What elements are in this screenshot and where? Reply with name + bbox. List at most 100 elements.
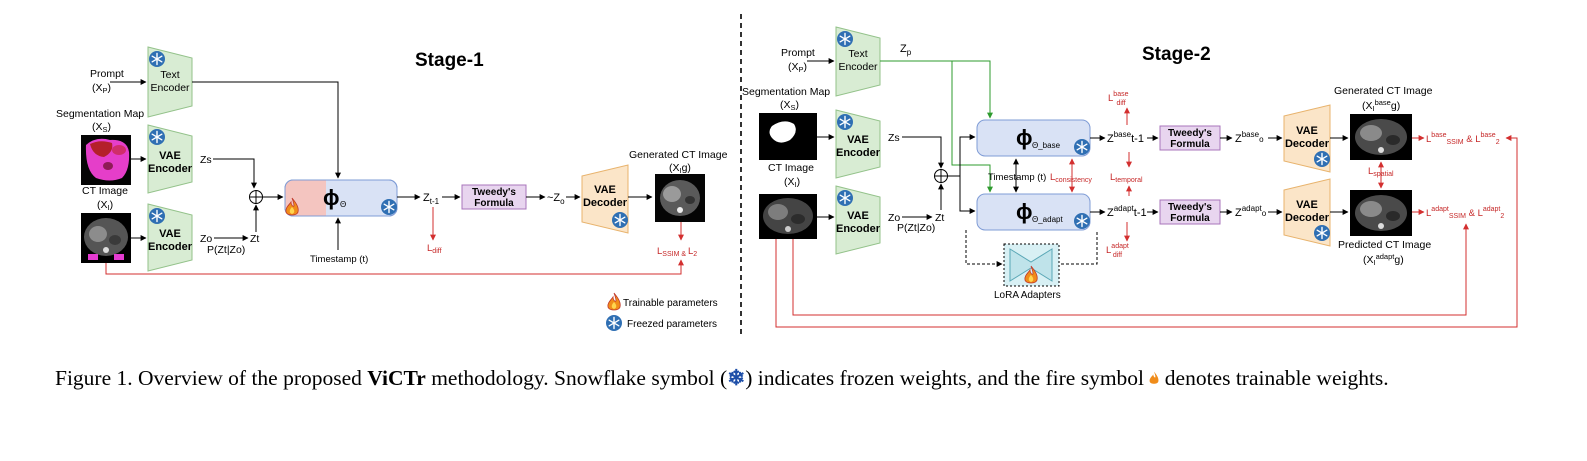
svg-text:Formula: Formula	[474, 198, 514, 209]
s2-sum-node	[934, 169, 948, 183]
s1-segmap-sub: (XS)	[92, 121, 111, 134]
s2-gen-label: Generated CT Image	[1334, 85, 1433, 97]
s1-zt1: Zt-1	[423, 192, 440, 206]
fire-icon	[607, 292, 621, 311]
s2-zt: Zt	[935, 212, 944, 224]
s2-zo: Zo	[888, 212, 900, 224]
s2-z-base: Zbaset-1	[1107, 130, 1144, 145]
s2-pred-label: Predicted CT Image	[1338, 239, 1431, 251]
s1-zo-tilde: ~Zo	[547, 192, 565, 206]
s2-pred-sub: (XIadaptg)	[1363, 252, 1404, 267]
s1-generated-ct-image	[655, 174, 705, 222]
svg-text:VAE: VAE	[159, 228, 181, 240]
s1-pzt: P(Zt|Zo)	[207, 244, 245, 256]
svg-text:Tweedy's: Tweedy's	[472, 187, 516, 198]
s1-denoiser-unet: ϕ Θ	[284, 179, 398, 217]
snowflake-icon: ❄	[727, 366, 746, 390]
fire-icon	[1150, 371, 1159, 384]
s1-segmap-label: Segmentation Map	[56, 108, 144, 120]
s2-segmentation-map-image	[759, 113, 817, 160]
snowflake-icon	[836, 30, 854, 48]
s1-phi: ϕ	[323, 185, 340, 210]
svg-text:Text: Text	[848, 48, 867, 60]
s2-tweedy-adapt: Tweedy's Formula	[1159, 199, 1221, 225]
s2-pzt: P(Zt|Zo)	[897, 222, 935, 234]
svg-text:Θ: Θ	[340, 200, 346, 209]
snowflake-icon	[611, 211, 629, 229]
snowflake-icon	[1313, 224, 1331, 242]
svg-text:Formula: Formula	[1170, 139, 1210, 150]
stage1-title: Stage-1	[415, 50, 484, 71]
s1-text-encoder: Text Encoder	[147, 46, 193, 118]
s2-generated-ct-image	[1350, 114, 1412, 160]
s2-tweedy-base: Tweedy's Formula	[1159, 125, 1221, 151]
s2-l-temporal: Ltemporal	[1110, 172, 1143, 184]
s2-vae-decoder-top: VAE Decoder	[1283, 104, 1331, 173]
legend-frozen: Freezed parameters	[627, 319, 717, 330]
s1-ct-sub: (XI)	[97, 199, 113, 212]
svg-text:Decoder: Decoder	[1285, 138, 1330, 150]
svg-text:Formula: Formula	[1170, 213, 1210, 224]
s2-denoiser-base: ϕ Θ_base	[976, 119, 1091, 157]
s1-tweedy-formula: Tweedy's Formula	[461, 184, 527, 210]
s2-text-encoder: Text Encoder	[835, 26, 881, 97]
s2-lora-adapters: LoRA Adapters	[994, 243, 1061, 301]
s2-lora-label: LoRA Adapters	[994, 290, 1061, 301]
svg-text:Encoder: Encoder	[148, 163, 193, 175]
s1-text-encoder-line1: Text	[160, 69, 179, 81]
legend: Trainable parameters Freezed parameters	[605, 292, 718, 332]
s1-vae-encoder-bottom: VAE Encoder	[147, 203, 193, 272]
svg-text:VAE: VAE	[1296, 125, 1318, 137]
svg-text:Encoder: Encoder	[836, 223, 881, 235]
snowflake-icon	[148, 128, 166, 146]
s1-prompt-label: Prompt	[90, 68, 124, 80]
svg-text:VAE: VAE	[594, 184, 616, 196]
s2-segmap-label: Segmentation Map	[742, 86, 830, 98]
s1-zs: Zs	[200, 154, 212, 166]
s1-segmentation-map-image	[81, 135, 131, 185]
s2-ct-sub: (XI)	[784, 176, 800, 189]
s1-gen-label: Generated CT Image	[629, 149, 728, 161]
s1-vae-encoder-top: VAE Encoder	[147, 124, 193, 194]
s1-gt-loss-path	[105, 259, 684, 275]
s2-zp-to-base	[880, 60, 993, 119]
s2-zp-to-adapt	[951, 61, 993, 193]
s2-denoiser-adapt: ϕ Θ_adapt	[976, 193, 1091, 231]
s2-z-adapt: Zadaptt-1	[1107, 204, 1147, 219]
svg-text:Θ_base: Θ_base	[1032, 141, 1061, 150]
s2-l-adapt-loss: LadaptSSIM & Ladapt2	[1426, 206, 1504, 220]
s1-ct-label: CT Image	[82, 185, 128, 197]
snowflake-icon	[148, 207, 166, 225]
s2-gt-path-adapt	[792, 223, 1469, 316]
snowflake-icon	[1073, 212, 1091, 230]
snowflake-icon	[1073, 138, 1091, 156]
s1-sum-node	[249, 190, 263, 204]
s1-ct-image	[81, 213, 131, 263]
svg-text:VAE: VAE	[159, 150, 181, 162]
snowflake-icon	[836, 113, 854, 131]
s1-zt: Zt	[250, 233, 259, 245]
svg-text:VAE: VAE	[847, 134, 869, 146]
s2-zs: Zs	[888, 132, 900, 144]
s2-vae-encoder-bottom: VAE Encoder	[835, 185, 881, 255]
s1-timestamp: Timestamp (t)	[310, 254, 368, 265]
s1-l-diff: Ldiff	[427, 243, 442, 255]
svg-text:VAE: VAE	[1296, 199, 1318, 211]
snowflake-icon	[836, 189, 854, 207]
s2-vae-decoder-bottom: VAE Decoder	[1283, 178, 1331, 247]
s1-text-encoder-line2: Encoder	[150, 82, 190, 94]
s2-ct-image	[759, 194, 817, 239]
svg-text:Tweedy's: Tweedy's	[1168, 128, 1212, 139]
svg-text:Decoder: Decoder	[583, 197, 628, 209]
svg-text:Encoder: Encoder	[148, 241, 193, 253]
snowflake-icon	[148, 50, 166, 68]
snowflake-icon	[1313, 150, 1331, 168]
svg-text:Encoder: Encoder	[838, 61, 878, 73]
s2-zo-base: Zbaseo	[1235, 130, 1264, 145]
s2-predicted-ct-image	[1350, 190, 1412, 236]
svg-text:Encoder: Encoder	[836, 147, 881, 159]
s1-prompt-sub: (XP)	[92, 82, 111, 95]
